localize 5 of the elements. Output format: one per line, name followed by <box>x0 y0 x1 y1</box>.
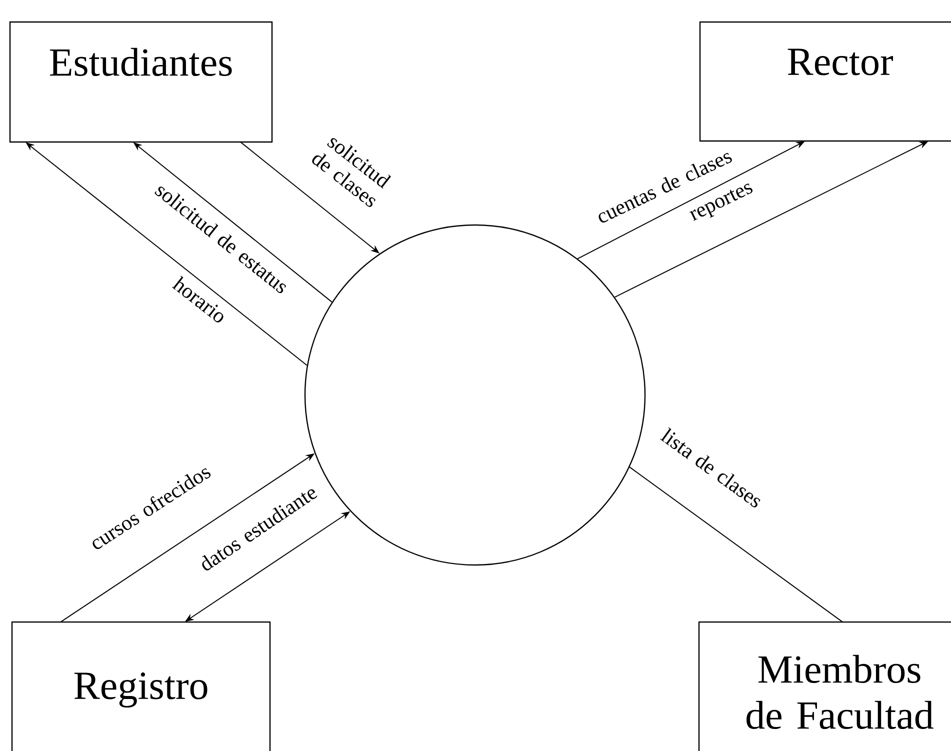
edge-label: lista de clases <box>660 427 760 508</box>
entity-box: Miembros de Facultad <box>698 621 951 751</box>
entity-box: Estudiantes <box>9 21 273 143</box>
entity-box: Rector <box>699 21 951 142</box>
entity-box: Registro <box>11 621 271 751</box>
